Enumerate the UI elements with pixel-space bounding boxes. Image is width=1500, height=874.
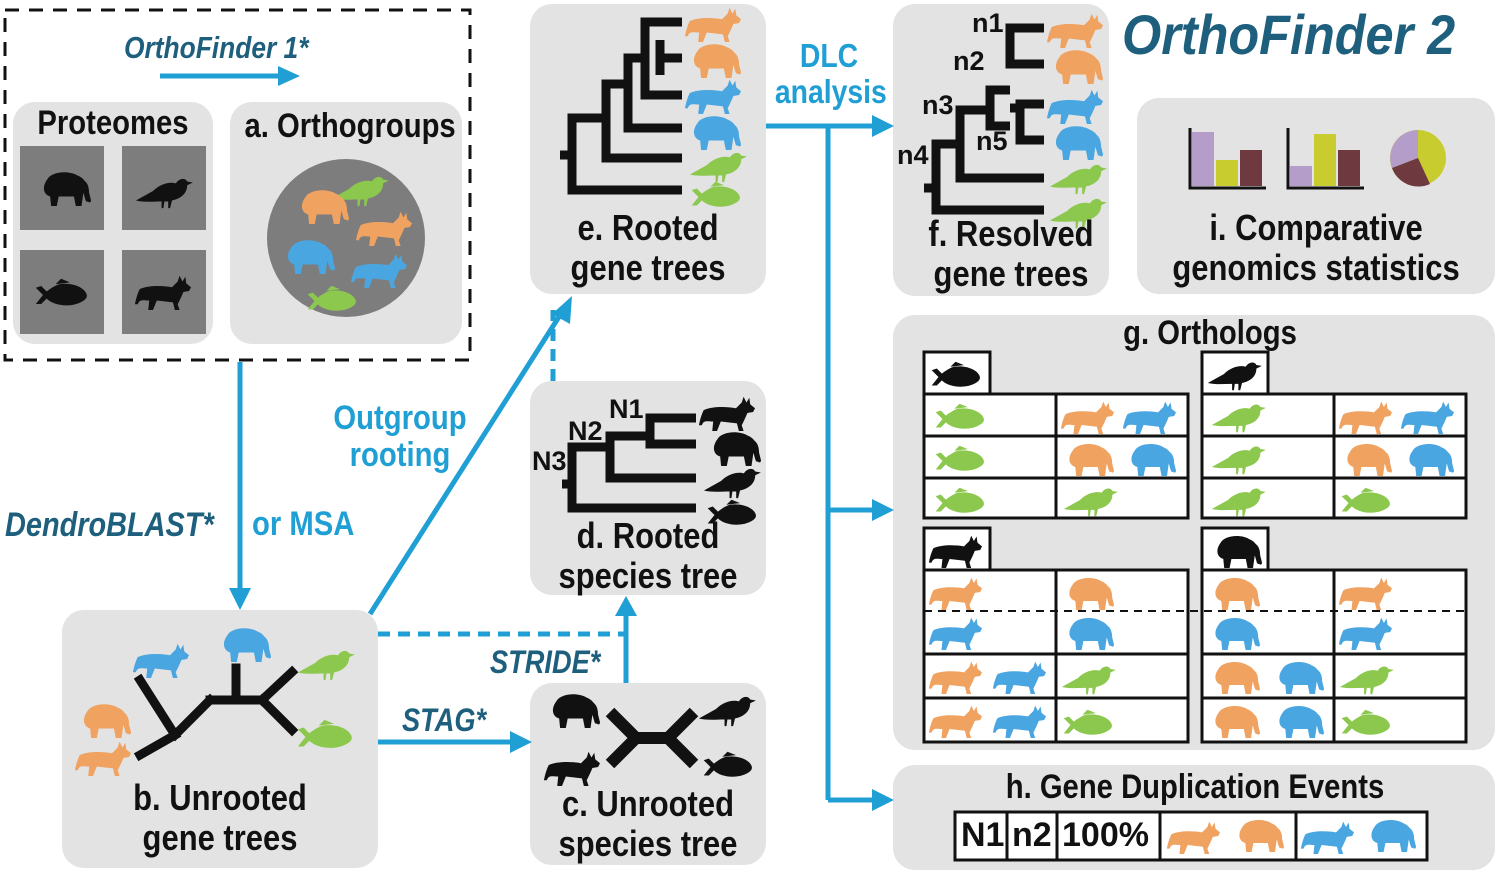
proteomes-label: Proteomes	[37, 104, 189, 142]
rooted-gene-tree-shape	[560, 17, 682, 195]
gene-node-n2: n2	[953, 46, 985, 76]
resolved-gene-trees-box	[893, 4, 1109, 296]
species-node-n3: N3	[532, 446, 567, 476]
stag-label: STAG*	[402, 702, 487, 738]
orthologs-label: g. Orthologs	[1123, 314, 1297, 352]
rooted-species-tree-shape	[562, 413, 696, 513]
species-node-n2: N2	[568, 416, 603, 446]
mini-bar-chart-1	[1188, 128, 1266, 190]
gene-node-n3: n3	[922, 90, 954, 120]
species-node-n1: N1	[609, 394, 644, 424]
gene-duplication-label: h. Gene Duplication Events	[1005, 768, 1385, 806]
orthofinder1-label: OrthoFinder 1*	[124, 30, 309, 65]
dup-col-n2: n2	[1012, 816, 1052, 854]
resolved-gene-tree-shape	[924, 23, 1044, 215]
dendroblast-label: DendroBLAST*	[5, 506, 214, 544]
dup-col-pct: 100%	[1062, 816, 1149, 854]
gene-node-n4: n4	[897, 140, 929, 170]
gene-node-n1: n1	[972, 8, 1004, 38]
main-title: OrthoFinder 2	[1122, 3, 1456, 66]
unrooted-species-tree-shape	[605, 707, 699, 769]
mini-pie-chart	[1390, 130, 1446, 187]
gene-node-n5: n5	[976, 126, 1008, 156]
stride-label: STRIDE*	[490, 644, 601, 680]
unrooted-gene-tree-shape	[133, 663, 299, 762]
mini-bar-chart-2	[1286, 128, 1364, 190]
unrooted-species-tree-box	[530, 683, 766, 865]
orthogroups-label: a. Orthogroups	[244, 107, 456, 145]
rooted-species-tree-box	[530, 381, 766, 595]
dup-col-n1: N1	[961, 816, 1005, 854]
orthogroup-circle	[267, 159, 425, 317]
or-msa-label: or MSA	[252, 505, 355, 543]
proteome-tiles	[20, 146, 206, 334]
